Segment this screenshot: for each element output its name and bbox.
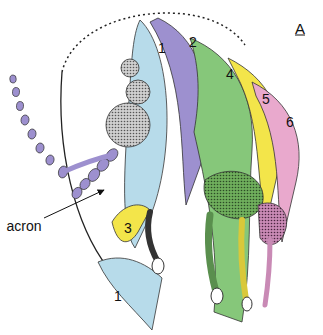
part-label: acron [6, 219, 41, 233]
segment-number: 1 [114, 289, 122, 303]
segment-number: 2 [189, 35, 197, 49]
figure-letter: A [295, 21, 305, 36]
segment-number: 5 [262, 92, 270, 106]
segment-number: 3 [124, 221, 132, 235]
segment-number: 1 [158, 41, 166, 55]
segment-number: 4 [226, 67, 234, 81]
segment-number: 6 [286, 115, 294, 129]
